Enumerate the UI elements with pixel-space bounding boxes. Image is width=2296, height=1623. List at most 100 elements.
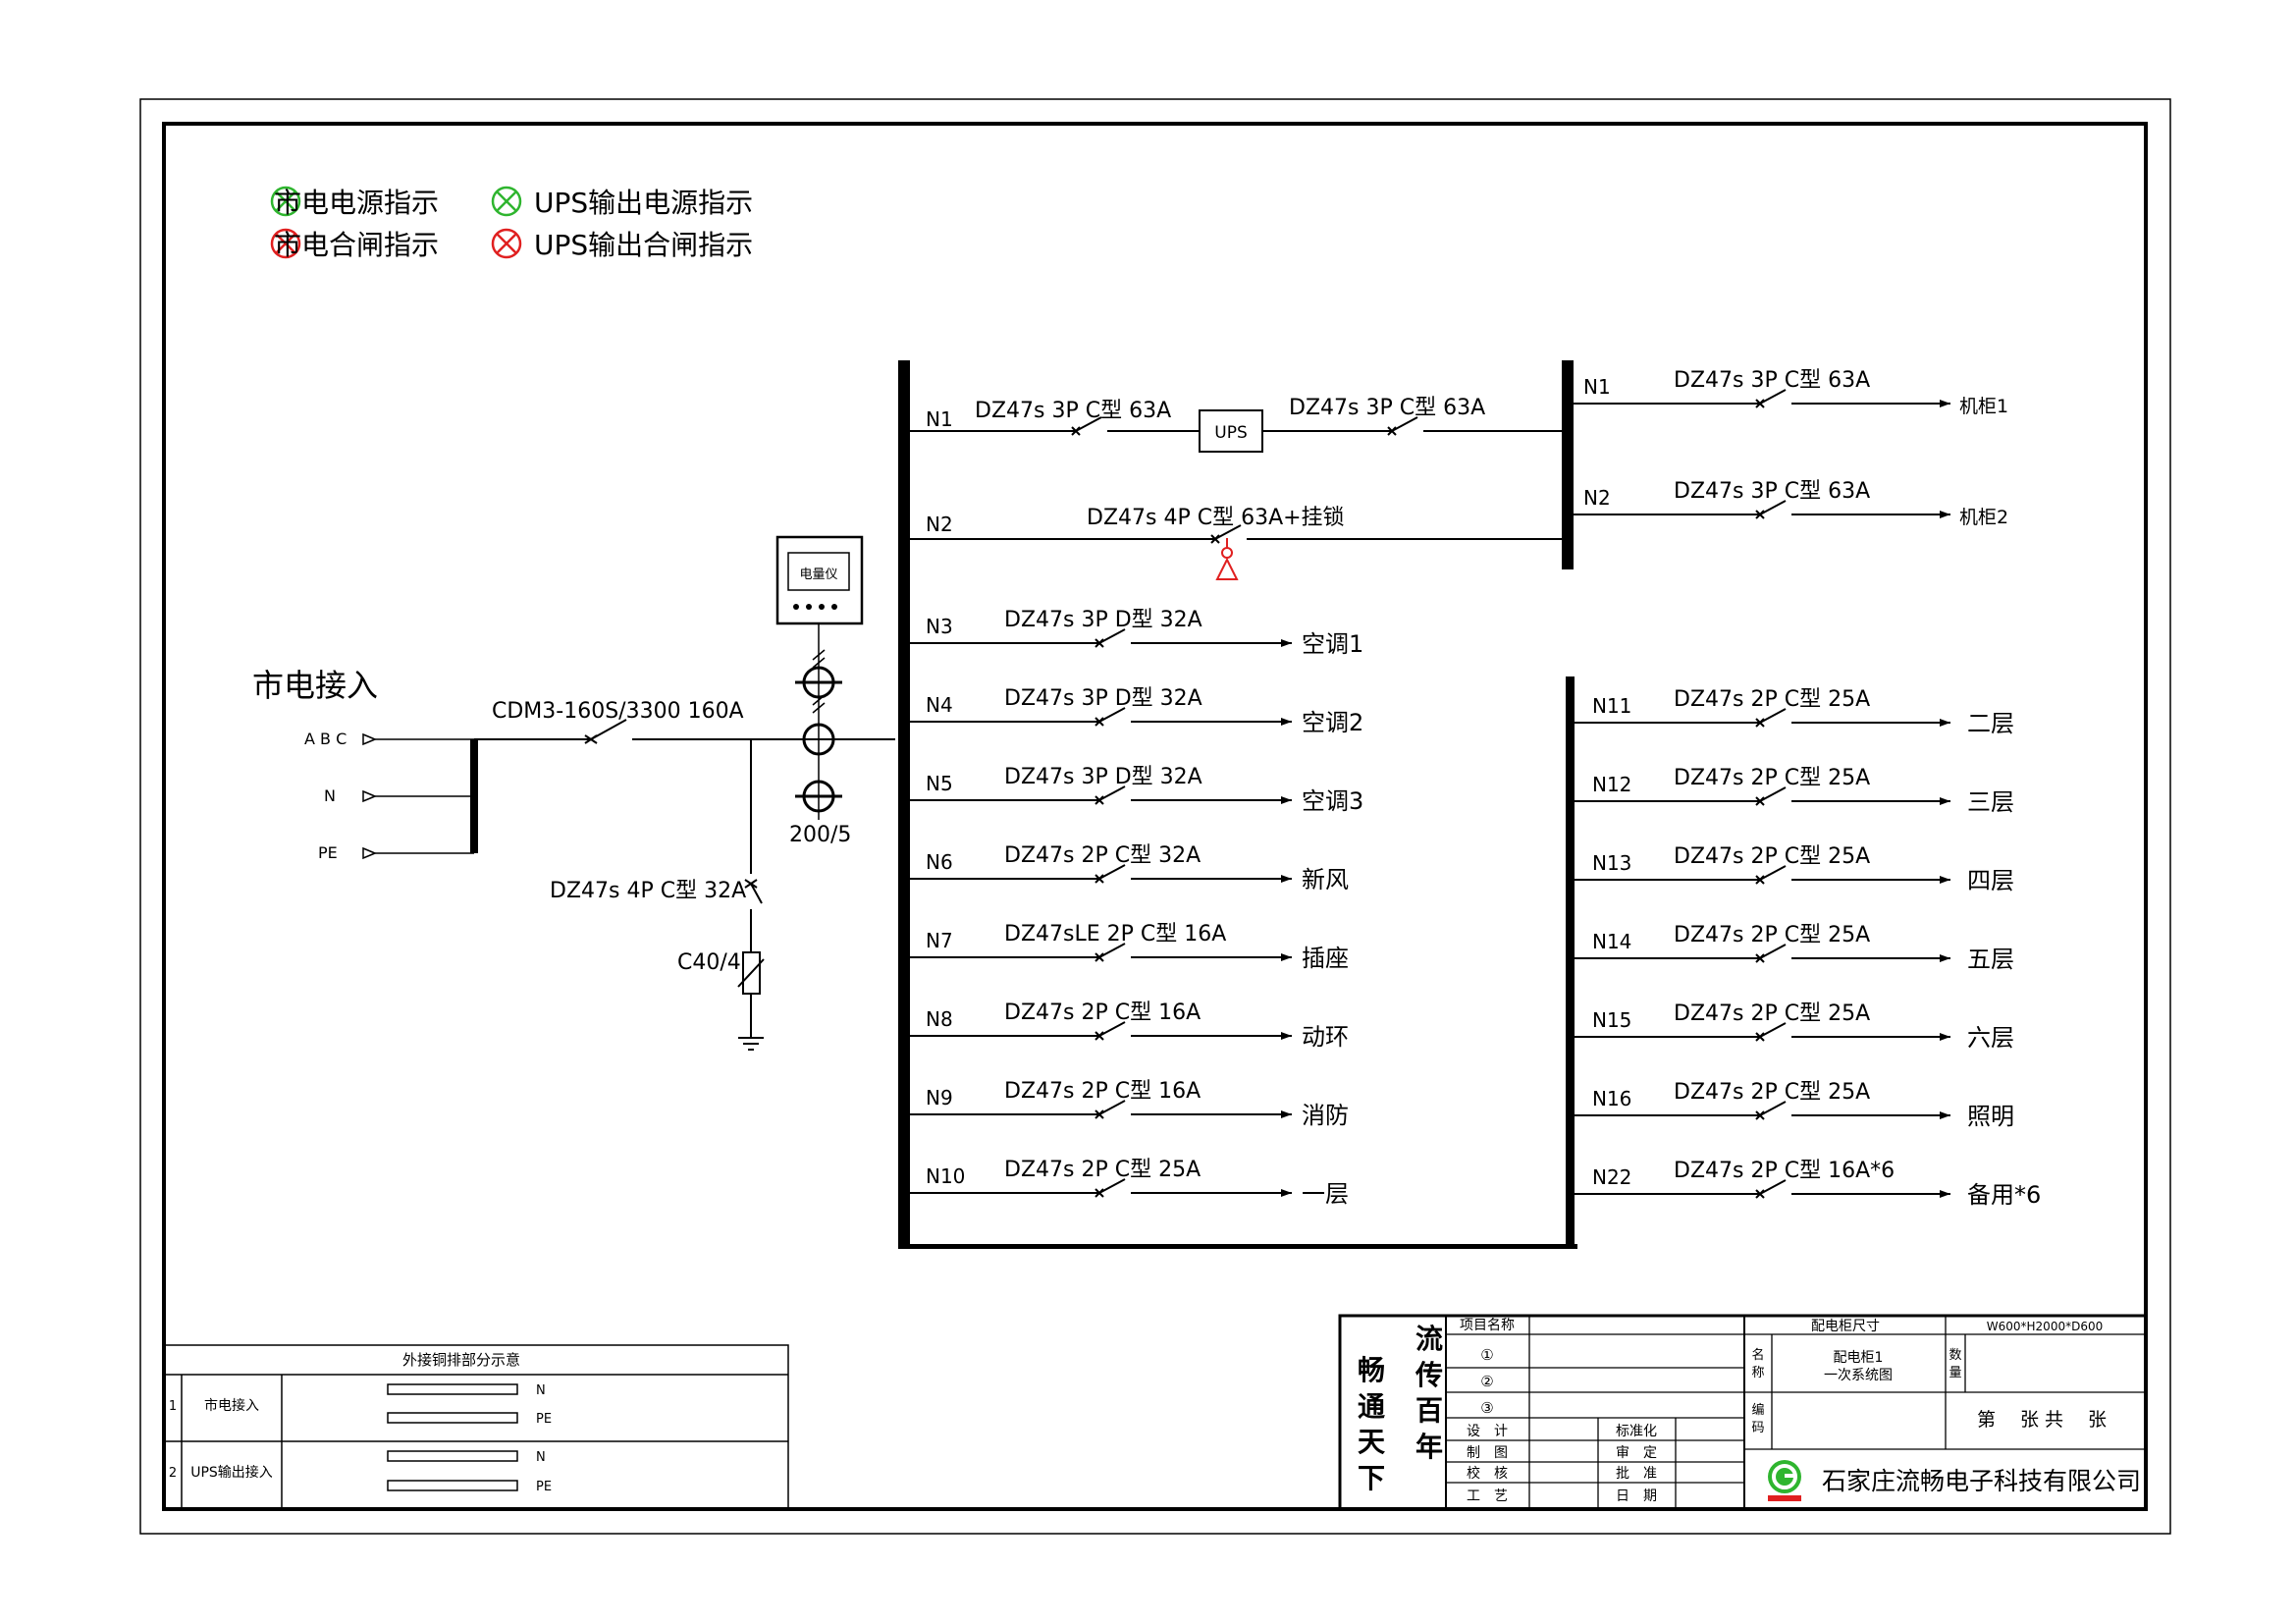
terminal-label: A B C — [304, 730, 347, 748]
project-label: 项目名称 — [1460, 1318, 1515, 1333]
breaker-icon — [910, 785, 1292, 805]
feeder-id: N4 — [926, 693, 953, 717]
load-label: 三层 — [1967, 788, 2014, 816]
circled-number: ② — [1480, 1373, 1493, 1390]
breaker-label: DZ47s 3P C型 63A — [1674, 479, 1870, 504]
meter-label: 电量仪 — [799, 568, 837, 582]
incoming-busbar — [470, 739, 478, 853]
breaker-icon — [1574, 389, 1950, 408]
load-label: 照明 — [1967, 1103, 2014, 1130]
load-label: 空调2 — [1302, 709, 1363, 736]
breaker-icon — [910, 628, 1292, 648]
feeder-id: N8 — [926, 1007, 953, 1031]
breaker-label: DZ47s 4P C型 63A+挂锁 — [1087, 506, 1345, 530]
feeder-row: N6 DZ47s 2P C型 32A 新风 — [910, 843, 1349, 893]
table-cell: 1 — [169, 1399, 177, 1414]
breaker-icon — [910, 1021, 1292, 1041]
slogan: 流 传 百 年 畅 通 天 下 — [1358, 1323, 1443, 1494]
ups-closing-indicator-icon — [491, 228, 522, 259]
size-label: 配电柜尺寸 — [1811, 1319, 1880, 1334]
ups-label: UPS — [1214, 423, 1248, 443]
breaker-icon — [1575, 708, 1950, 728]
load-label: 新风 — [1302, 866, 1349, 893]
ups-path-lines — [910, 416, 1562, 544]
ups-power-indicator-icon — [491, 186, 522, 217]
breaker-label: DZ47s 3P D型 32A — [1004, 765, 1202, 789]
breaker-label: DZ47s 2P C型 32A — [1004, 843, 1201, 868]
load-label: 机柜2 — [1959, 507, 2008, 528]
bar-label: PE — [536, 1412, 552, 1427]
breaker-icon — [1575, 1101, 1950, 1120]
breaker-label: DZ47s 3P C型 63A — [975, 399, 1171, 423]
role-label: 标准化 — [1616, 1424, 1657, 1439]
spd-breaker-label: DZ47s 4P C型 32A — [550, 879, 746, 903]
role-label: 制 图 — [1467, 1445, 1508, 1461]
size-value: W600*H2000*D600 — [1987, 1320, 2103, 1333]
outer-frame — [139, 98, 2171, 1535]
title-block: 流 传 百 年 畅 通 天 下 项目名称 ① ② ③ 设 计 制 图 校 核 — [1338, 1314, 2148, 1511]
incoming-section: 市电接入 A B C N PE CDM3-160S/3300 160A 电量仪 — [252, 535, 895, 1051]
circled-number: ③ — [1480, 1399, 1493, 1417]
main-busbar — [898, 360, 910, 1249]
breaker-icon — [1575, 1022, 1950, 1042]
feeder-id: N6 — [926, 850, 953, 874]
breaker-icon — [1575, 786, 1950, 806]
role-label: 批 准 — [1616, 1466, 1657, 1482]
breaker-icon — [1575, 865, 1950, 885]
main-breaker-icon — [584, 719, 895, 744]
breaker-icon — [910, 864, 1292, 884]
svg-text:百: 百 — [1415, 1394, 1443, 1427]
breaker-icon — [910, 707, 1292, 727]
load-label: 备用*6 — [1967, 1181, 2041, 1209]
breaker-icon — [1575, 944, 1950, 963]
feeder-id: N1 — [1583, 375, 1611, 399]
code-label: 编 — [1751, 1403, 1764, 1418]
padlock-icon — [1215, 538, 1239, 580]
table-cell: 2 — [169, 1466, 177, 1481]
breaker-label: DZ47s 2P C型 16A — [1004, 1079, 1201, 1104]
role-label: 工 艺 — [1467, 1488, 1508, 1504]
load-label: 二层 — [1967, 710, 2014, 737]
load-label: 五层 — [1967, 946, 2014, 973]
load-label: 六层 — [1967, 1024, 2014, 1052]
qty-label: 量 — [1949, 1366, 1961, 1380]
breaker-icon — [1574, 500, 1950, 519]
code-label: 码 — [1751, 1421, 1764, 1435]
feeder-id: N15 — [1592, 1008, 1631, 1032]
company-logo-icon — [1768, 1460, 1801, 1501]
breaker-icon — [910, 943, 1292, 962]
spd-label: C40/4 — [677, 950, 741, 975]
load-label: 空调1 — [1302, 630, 1363, 658]
current-transformer-icon — [795, 666, 842, 813]
load-label: 插座 — [1302, 945, 1349, 972]
floor-busbar — [1566, 676, 1575, 1249]
bar-label: N — [536, 1450, 546, 1465]
breaker-label: DZ47s 3P C型 63A — [1289, 396, 1485, 420]
terminal-label: PE — [318, 843, 338, 862]
svg-text:通: 通 — [1358, 1390, 1385, 1423]
breaker-label: DZ47s 3P C型 63A — [1674, 368, 1870, 393]
sheet-text: 第 张 共 张 — [1977, 1409, 2107, 1431]
legend-label: UPS输出合闸指示 — [534, 229, 753, 261]
name-label: 称 — [1751, 1366, 1764, 1380]
breaker-label: DZ47s 2P C型 25A — [1674, 766, 1870, 790]
legend-label: 市电电源指示 — [274, 187, 439, 219]
breaker-label: DZ47s 2P C型 25A — [1004, 1158, 1201, 1182]
ground-icon — [738, 1037, 764, 1051]
name-label: 名 — [1751, 1347, 1764, 1363]
role-label: 日 期 — [1616, 1488, 1657, 1504]
feeder-id: N1 — [926, 407, 953, 431]
breaker-label: DZ47s 2P C型 25A — [1674, 1080, 1870, 1105]
name-value: 一次系统图 — [1824, 1368, 1893, 1383]
